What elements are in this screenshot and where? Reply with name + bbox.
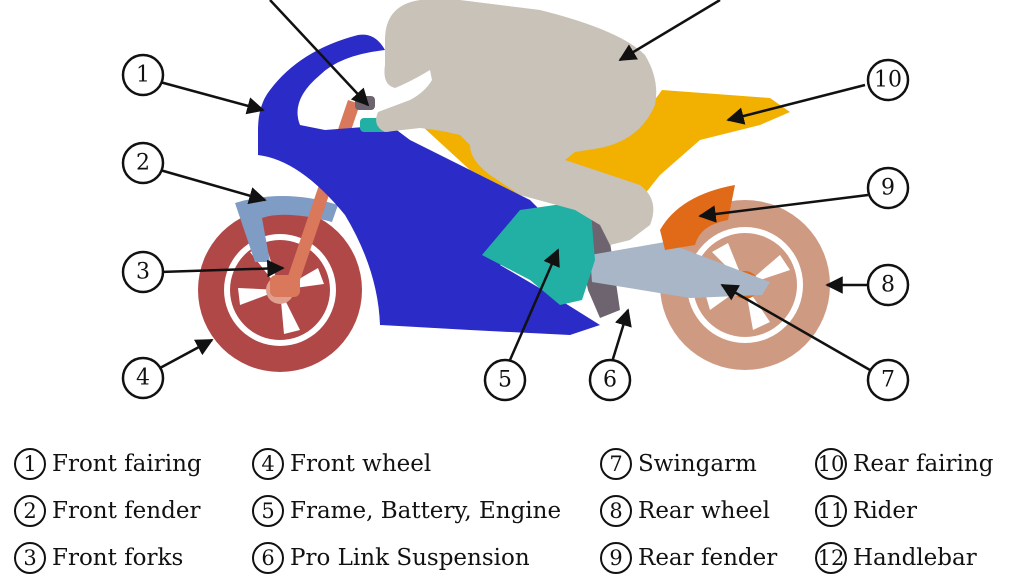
- legend-item-front-forks: 3 Front forks: [14, 541, 183, 575]
- callout-2: 2: [121, 141, 165, 185]
- legend-label: Rider: [853, 498, 918, 524]
- legend-label: Frame, Battery, Engine: [290, 498, 562, 524]
- legend-label: Front wheel: [290, 451, 432, 477]
- svg-text:8: 8: [881, 273, 895, 298]
- legend-number: 7: [600, 448, 632, 480]
- legend-label: Handlebar: [853, 545, 977, 571]
- legend-item-rear-wheel: 8 Rear wheel: [600, 494, 770, 528]
- legend-number: 11: [815, 495, 847, 527]
- callout-10: 10: [866, 58, 910, 102]
- legend-label: Front fairing: [52, 451, 202, 477]
- legend-item-rider: 11 Rider: [815, 494, 917, 528]
- legend-number: 6: [252, 542, 284, 574]
- legend-item-frame-battery-engine: 5 Frame, Battery, Engine: [252, 494, 561, 528]
- legend-item-front-fender: 2 Front fender: [14, 494, 200, 528]
- legend-item-rear-fender: 9 Rear fender: [600, 541, 777, 575]
- svg-text:10: 10: [874, 68, 902, 93]
- svg-text:2: 2: [136, 151, 150, 176]
- front-fairing: [258, 34, 600, 335]
- legend-item-rear-fairing: 10 Rear fairing: [815, 447, 993, 481]
- callout-1: 1: [121, 53, 165, 97]
- legend-number: 5: [252, 495, 284, 527]
- legend-number: 3: [14, 542, 46, 574]
- legend-number: 2: [14, 495, 46, 527]
- legend-number: 8: [600, 495, 632, 527]
- legend-label: Pro Link Suspension: [290, 545, 530, 571]
- leader-lines: [159, 0, 871, 372]
- rider: [376, 0, 657, 245]
- legend-label: Front fender: [52, 498, 201, 524]
- legend-item-pro-link-suspension: 6 Pro Link Suspension: [252, 541, 530, 575]
- legend-number: 4: [252, 448, 284, 480]
- callout-5: 5: [483, 358, 527, 402]
- legend-label: Swingarm: [638, 451, 757, 477]
- callout-7: 7: [866, 358, 910, 402]
- swingarm: [590, 242, 770, 298]
- legend-number: 9: [600, 542, 632, 574]
- frame-battery-engine: [482, 200, 595, 305]
- legend-label: Rear fairing: [853, 451, 994, 477]
- svg-text:9: 9: [881, 176, 895, 201]
- callouts: 1 2 3 4 5 6 7 8 9 10: [121, 53, 910, 402]
- callout-4: 4: [121, 356, 165, 400]
- callout-6: 6: [588, 358, 632, 402]
- callout-9: 9: [866, 166, 910, 210]
- svg-text:1: 1: [136, 63, 150, 88]
- svg-text:4: 4: [136, 366, 150, 391]
- legend-label: Front forks: [52, 545, 184, 571]
- callout-8: 8: [866, 263, 910, 307]
- legend-item-front-wheel: 4 Front wheel: [252, 447, 431, 481]
- legend-number: 12: [815, 542, 847, 574]
- legend-label: Rear wheel: [638, 498, 771, 524]
- legend-number: 10: [815, 448, 847, 480]
- legend-item-swingarm: 7 Swingarm: [600, 447, 757, 481]
- legend-item-front-fairing: 1 Front fairing: [14, 447, 202, 481]
- svg-text:5: 5: [498, 368, 512, 393]
- callout-3: 3: [121, 250, 165, 294]
- svg-text:7: 7: [881, 368, 895, 393]
- rear-fender: [660, 185, 735, 250]
- legend-item-handlebar: 12 Handlebar: [815, 541, 977, 575]
- legend-label: Rear fender: [638, 545, 778, 571]
- legend-number: 1: [14, 448, 46, 480]
- svg-text:3: 3: [136, 260, 150, 285]
- svg-text:6: 6: [603, 368, 617, 393]
